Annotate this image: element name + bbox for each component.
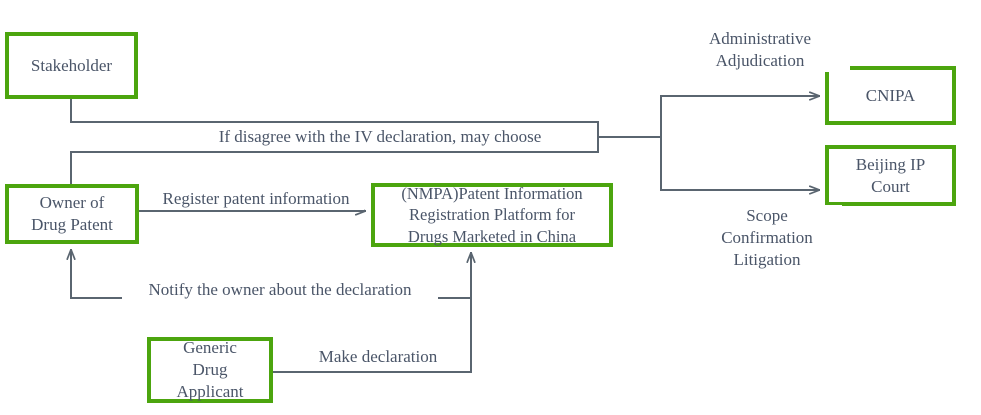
edge-stakeholder-to-bracket: [70, 98, 599, 123]
edge-label-register-patent-information: Register patent information: [148, 188, 364, 211]
node-cnipa-label: CNIPA: [865, 85, 916, 105]
node-generic-drug-applicant-label: Generic Drug Applicant: [176, 338, 244, 401]
node-owner-of-drug-patent[interactable]: Owner of Drug Patent: [5, 184, 139, 244]
node-nmpa-patent-registration-platform-label: (NMPA)Patent Information Registration Pl…: [401, 184, 583, 246]
node-nmpa-patent-registration-platform[interactable]: (NMPA)Patent Information Registration Pl…: [371, 183, 613, 247]
edge-label-make-declaration: Make declaration: [300, 346, 456, 369]
edge-bracket-to-owner: [70, 151, 599, 185]
edge-label-if-disagree: If disagree with the IV declaration, may…: [178, 126, 582, 149]
node-generic-drug-applicant[interactable]: Generic Drug Applicant: [147, 337, 273, 403]
node-owner-of-drug-patent-label: Owner of Drug Patent: [31, 193, 113, 234]
node-beijing-ip-court[interactable]: Beijing IP Court: [825, 145, 956, 206]
edge-generic-to-nmpa: [272, 252, 471, 373]
edge-label-administrative-adjudication: Administrative Adjudication: [670, 28, 850, 73]
edge-label-notify-the-owner: Notify the owner about the declaration: [122, 279, 438, 302]
node-stakeholder-label: Stakeholder: [30, 55, 113, 75]
node-cnipa[interactable]: CNIPA: [825, 66, 956, 125]
edge-label-scope-confirmation-litigation: Scope Confirmation Litigation: [692, 205, 842, 272]
node-stakeholder[interactable]: Stakeholder: [5, 32, 138, 99]
node-beijing-ip-court-label: Beijing IP Court: [855, 154, 926, 196]
